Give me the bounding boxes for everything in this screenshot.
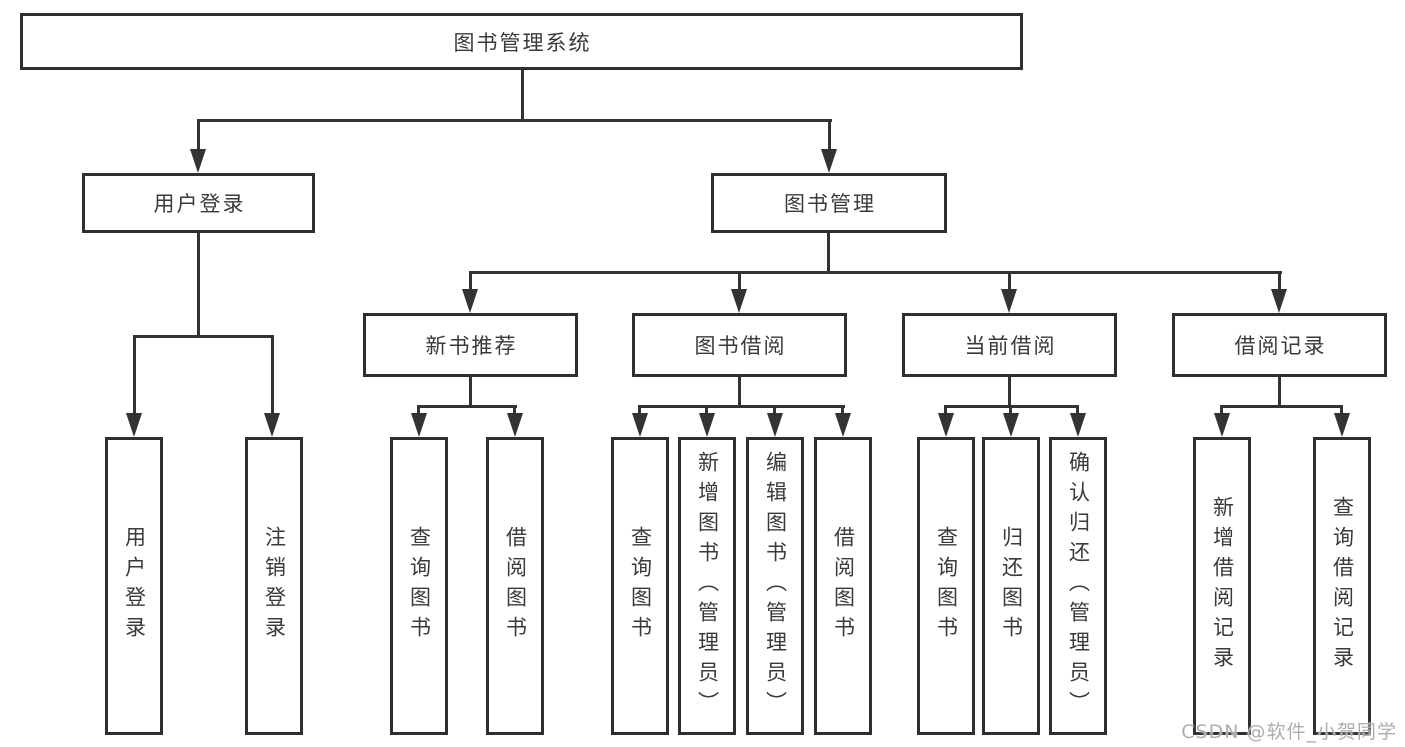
arrow-down-icon [126,413,142,437]
node-borrowing-records: 借阅记录 [1172,313,1387,377]
leaf-add-book-admin: 新增图书（管理员） [678,437,736,735]
connector-arrow-shaft [841,405,844,417]
node-root-label: 图书管理系统 [453,30,592,55]
connector-arrow-shaft [944,405,947,417]
leaf-logout: 注销登录 [245,437,303,735]
node-book-management: 图书管理 [711,173,947,233]
arrow-down-icon [411,413,427,437]
node-book-borrowing-label: 图书借阅 [694,334,787,358]
node-book-borrowing: 图书借阅 [632,313,847,377]
leaf-query-books-borrowing: 查询图书 [611,437,669,735]
connector-arrow-shaft [469,271,472,291]
connector-arrow-shaft [1076,405,1079,417]
node-current-borrowing-label: 当前借阅 [964,334,1057,358]
node-user-login: 用户登录 [82,173,315,233]
arrow-down-icon [938,413,954,437]
node-user-login-label: 用户登录 [153,192,246,216]
node-book-management-label: 图书管理 [784,192,876,216]
connector-root-stem [521,69,524,122]
node-current-borrowing: 当前借阅 [902,313,1117,377]
connector-arrow-shaft [197,119,200,151]
node-root: 图书管理系统 [20,13,1023,70]
arrow-down-icon [699,413,715,437]
arrow-down-icon [462,289,478,313]
arrow-down-icon [632,413,648,437]
node-borrowing-records-label: 借阅记录 [1234,334,1327,358]
arrow-down-icon [1070,413,1086,437]
connector-recommend-rail [417,405,517,408]
connector-book-mgmt-stem [827,231,830,274]
connector-root-rail [197,119,832,122]
leaf-query-books-current: 查询图书 [917,437,975,735]
leaf-query-books-recommend: 查询图书 [390,437,448,735]
leaf-edit-book-admin: 编辑图书（管理员） [746,437,804,735]
connector-arrow-shaft [1278,271,1281,291]
arrow-down-icon [190,149,206,173]
node-new-book-recommendation: 新书推荐 [363,313,578,377]
connector-arrow-shaft [738,271,741,291]
arrow-down-icon [1271,289,1287,313]
connector-records-stem [1278,374,1281,407]
watermark: CSDN @软件_小贺同学 [1181,721,1397,743]
leaf-borrow-books-borrowing: 借阅图书 [814,437,872,735]
arrow-down-icon [821,149,837,173]
connector-user-login-stem [197,231,200,337]
leaf-confirm-return-admin: 确认归还（管理员） [1049,437,1107,735]
connector-user-login-rail [133,335,274,338]
arrow-down-icon [835,413,851,437]
connector-arrow-shaft [638,405,641,417]
connector-arrow-shaft [133,335,136,415]
leaf-borrow-books-recommend: 借阅图书 [486,437,544,735]
leaf-return-books: 归还图书 [982,437,1040,735]
arrow-down-icon [767,413,783,437]
arrow-down-icon [1334,413,1350,437]
connector-arrow-shaft [828,119,831,151]
arrow-down-icon [1214,413,1230,437]
arrow-down-icon [507,413,523,437]
connector-arrow-shaft [773,405,776,417]
connector-borrowing-rail [638,405,845,408]
connector-arrow-shaft [513,405,516,417]
arrow-down-icon [1001,289,1017,313]
arrow-down-icon [264,413,280,437]
leaf-user-login: 用户登录 [105,437,163,735]
connector-book-mgmt-rail [469,271,1282,274]
connector-arrow-shaft [417,405,420,417]
connector-arrow-shaft [1220,405,1223,417]
connector-arrow-shaft [705,405,708,417]
node-new-book-recommendation-label: 新书推荐 [425,334,518,358]
connector-borrowing-stem [738,374,741,407]
connector-records-rail [1220,405,1343,408]
connector-arrow-shaft [1008,271,1011,291]
connector-current-stem [1008,374,1011,407]
connector-arrow-shaft [271,335,274,415]
leaf-add-borrow-record: 新增借阅记录 [1193,437,1251,735]
leaf-query-borrow-record: 查询借阅记录 [1313,437,1371,735]
connector-arrow-shaft [1009,405,1012,417]
connector-recommend-stem [469,374,472,407]
arrow-down-icon [731,289,747,313]
connector-arrow-shaft [1340,405,1343,417]
arrow-down-icon [1003,413,1019,437]
